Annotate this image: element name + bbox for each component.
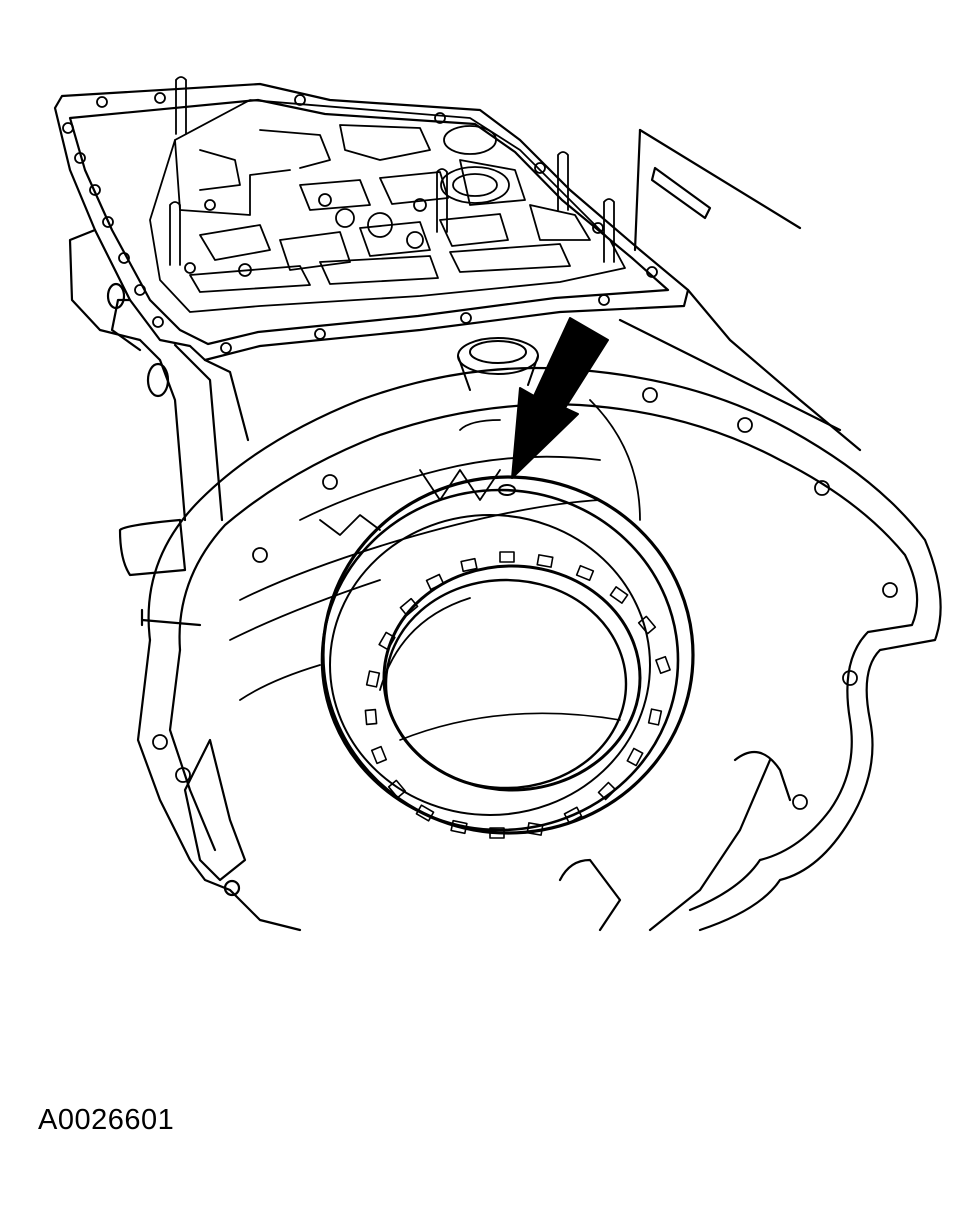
transmission-case-illustration — [53, 76, 942, 932]
callout-arrow-icon — [511, 317, 609, 479]
guide-pins — [169, 76, 615, 266]
valve-body-plate — [149, 99, 626, 313]
valve-body-flange — [53, 82, 690, 362]
pump-seal — [320, 475, 695, 839]
seal-spring-segments — [364, 551, 671, 839]
pump-port-fitting — [457, 337, 539, 391]
inner-cavity — [229, 399, 641, 701]
figure-id-label: A0026601 — [38, 1104, 175, 1136]
seal-drainback-hole — [498, 484, 516, 496]
case-body — [68, 128, 862, 522]
bell-housing — [118, 366, 942, 932]
